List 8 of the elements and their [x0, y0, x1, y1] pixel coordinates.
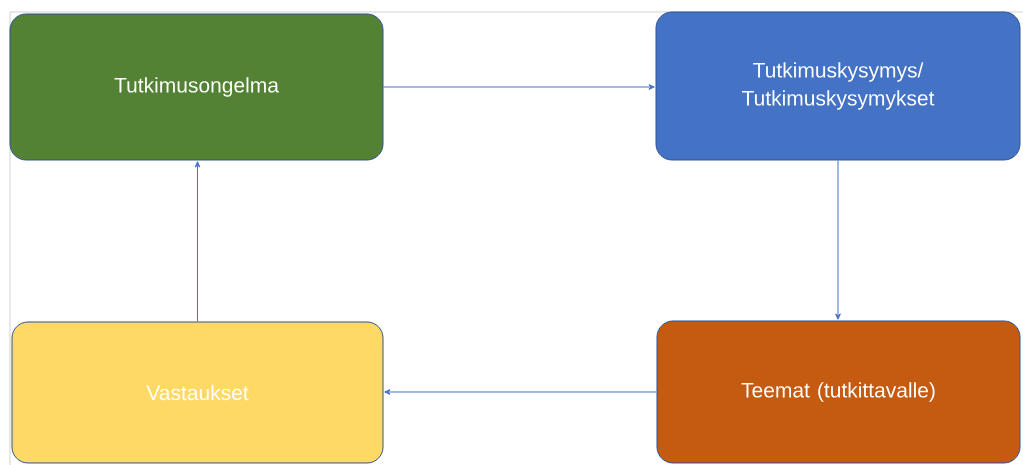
process-box: Vastaukset [11, 321, 384, 464]
arrow [384, 389, 657, 395]
process-box: Teemat (tutkittavalle) [656, 320, 1021, 464]
arrow [383, 84, 655, 90]
process-box: Tutkimuskysymys/ Tutkimuskysymykset [655, 11, 1021, 161]
process-box: Tutkimusongelma [9, 13, 384, 161]
arrow [194, 161, 201, 322]
arrow [835, 160, 841, 320]
